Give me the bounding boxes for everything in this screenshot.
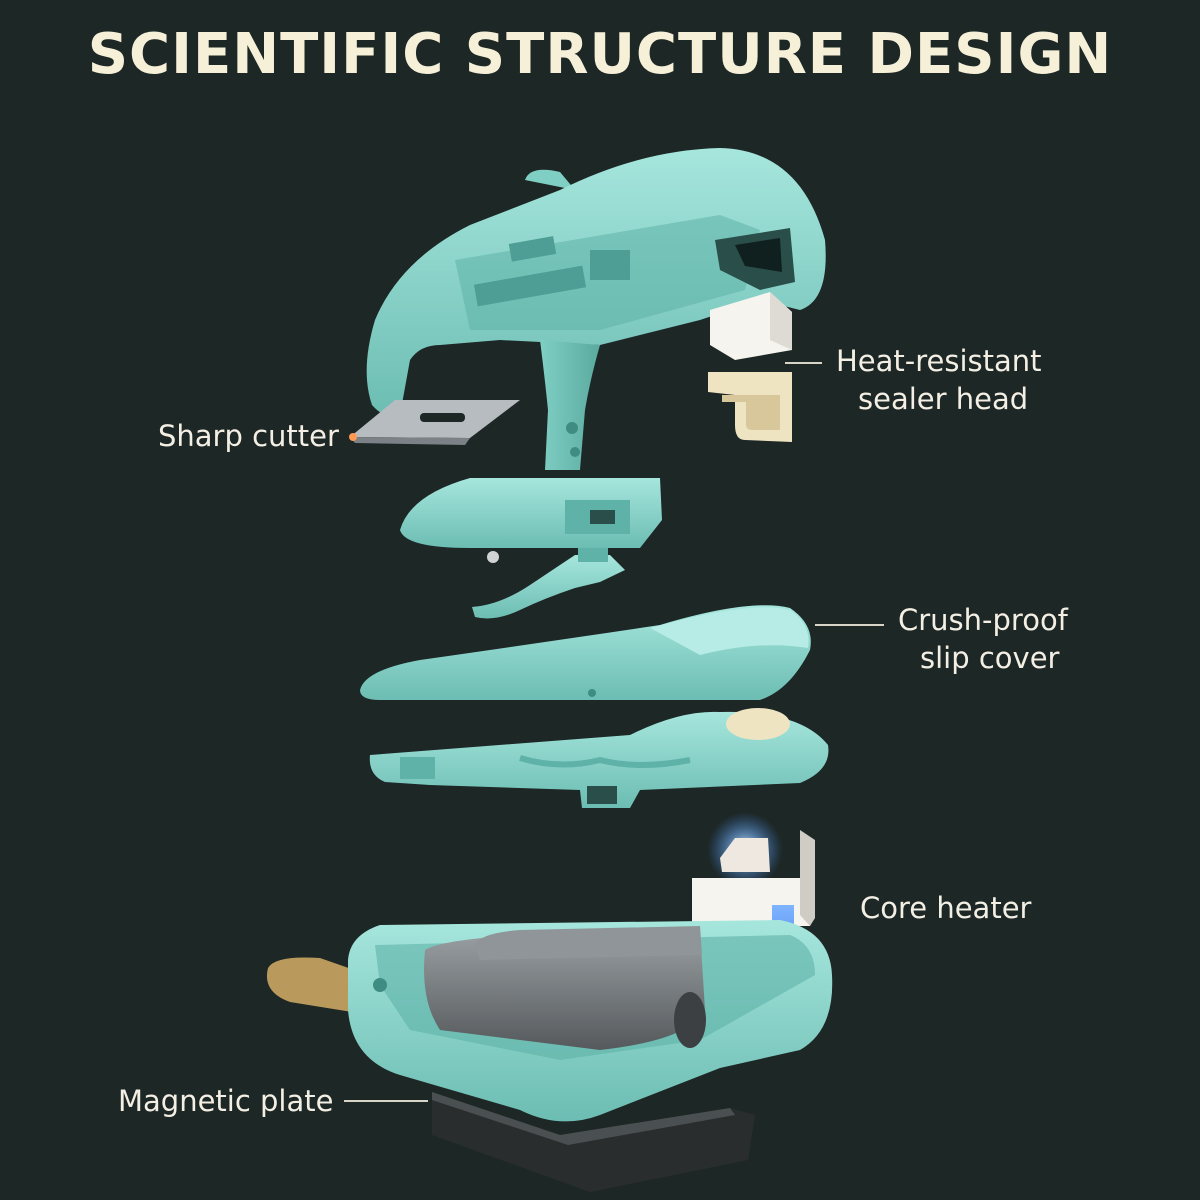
callout-cover-line-2: slip cover <box>920 641 1060 675</box>
battery-base-part <box>266 920 833 1122</box>
top-lid-part <box>366 148 826 470</box>
callout-core-heater: Core heater <box>860 889 1031 927</box>
callout-sealer-line-2: sealer head <box>858 382 1029 416</box>
slip-cover-part <box>360 605 811 700</box>
cutter-blade <box>349 400 520 445</box>
callout-magnetic-plate: Magnetic plate <box>118 1082 333 1120</box>
sealer-head-part <box>708 292 792 442</box>
callout-sealer-line-1: Heat-resistant <box>836 344 1042 378</box>
leader-lines <box>344 362 884 1102</box>
callout-cover-line-1: Crush-proof <box>898 603 1068 637</box>
callout-slip-cover: Crush-proof slip cover <box>898 601 1068 677</box>
callout-sealer-head: Heat-resistant sealer head <box>836 342 1042 418</box>
callout-heater-line-1: Core heater <box>860 891 1032 925</box>
callout-cutter-line-1: Sharp cutter <box>158 419 339 453</box>
page-title: SCIENTIFIC STRUCTURE DESIGN <box>87 22 1113 87</box>
spring-clip-part <box>472 548 625 619</box>
hinge-part <box>400 478 662 563</box>
callout-cutter: Sharp cutter <box>158 417 339 455</box>
callout-magnet-line-1: Magnetic plate <box>118 1084 334 1118</box>
magnetic-plate-part <box>432 1092 755 1192</box>
inner-frame-part <box>369 708 829 808</box>
